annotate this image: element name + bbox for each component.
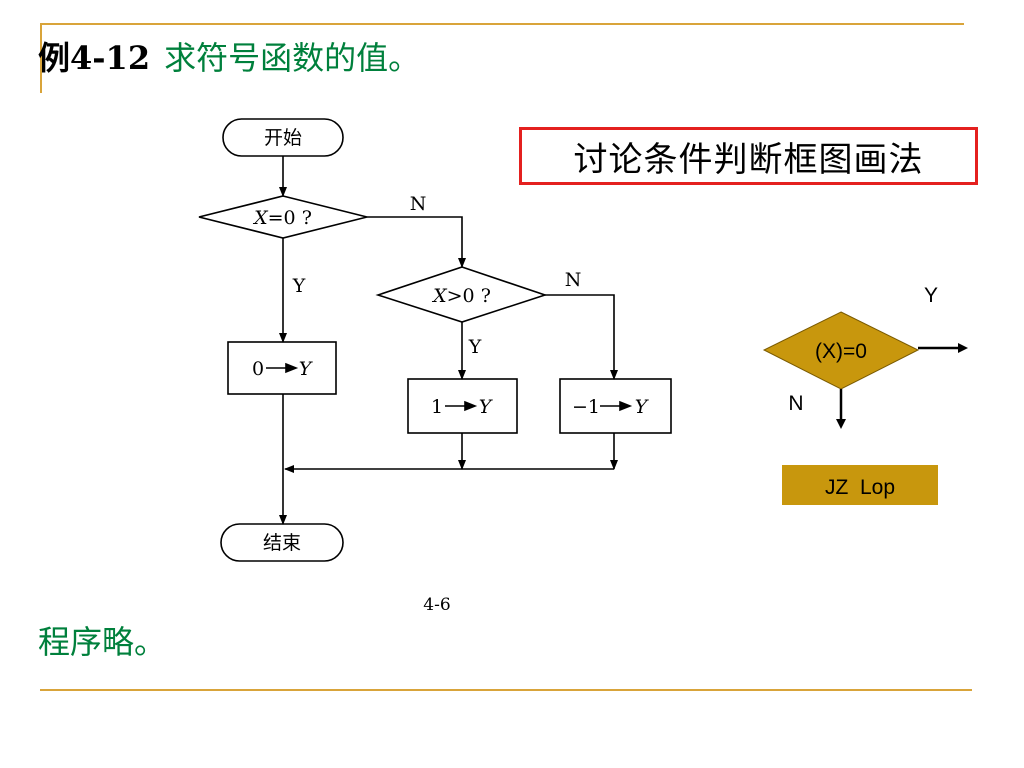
callout-text: 讨论条件判断框图画法 [573,139,924,180]
side-diagram [762,311,968,505]
left-rule [40,23,42,93]
process-negative [559,378,672,434]
process-zero-value: 0 [252,358,264,380]
assign-arrowhead-pos [464,400,478,412]
process-pos-target: Y [479,396,494,418]
bottom-rule [40,689,972,691]
top-rule [40,23,964,25]
decision1-label: X=0 ? [252,207,312,229]
d1-no-label: N [410,193,427,215]
side-no-arrowhead [836,419,846,429]
flowchart-text: 开始 X=0 ? X>0 ? N Y N Y 0 Y 1 Y −1 Y 结束 4… [252,127,650,615]
flow-line-d2-no [545,294,618,380]
assign-arrowhead-neg [619,400,633,412]
flow-line-d1-no [367,216,466,268]
side-instruction-label: JZ Lop [825,476,895,499]
side-diagram-text: (X)=0 Y N JZ Lop [788,284,938,499]
side-no-label: N [788,392,803,415]
side-yes-arrowhead [958,343,968,353]
flowchart [198,118,672,562]
side-instruction-box [782,465,938,505]
process-zero [227,341,337,395]
side-yes-label: Y [924,284,938,307]
assign-arrowhead-zero [285,362,299,374]
d2-no-label: N [565,269,582,291]
decision2-rest: >0 ? [447,285,491,307]
example-number: 例4-12 [38,39,151,77]
slide-title: 例4-12 求符号函数的值。 [38,38,420,78]
side-condition-label: (X)=0 [815,340,867,363]
end-terminal [220,523,344,562]
decision2-label: X>0 ? [431,285,491,307]
decision1-var: X [252,207,269,229]
example-topic: 求符号函数的值。 [164,39,421,77]
process-pos-value: 1 [431,396,443,418]
d2-yes-label: Y [468,336,482,358]
figure-label: 4-6 [423,595,450,615]
decision1-rest: =0 ? [268,207,312,229]
assignment-arrows [266,362,633,412]
d1-yes-label: Y [292,275,306,297]
process-neg-target: Y [635,396,650,418]
process-zero-target: Y [299,358,314,380]
callout-box: 讨论条件判断框图画法 [519,127,978,185]
end-label: 结束 [263,532,301,554]
decision2-var: X [431,285,448,307]
process-neg-value: −1 [572,396,600,418]
program-note: 程序略。 [38,623,167,661]
start-label: 开始 [264,127,302,149]
